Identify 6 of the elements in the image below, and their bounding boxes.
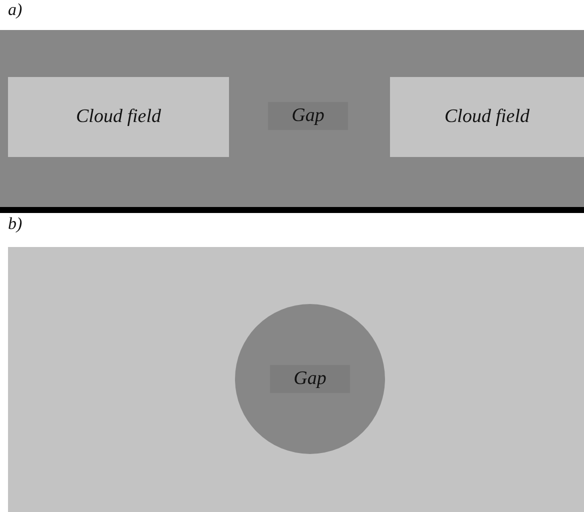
panel-label: a) xyxy=(8,0,22,20)
gap-label: Gap xyxy=(270,365,350,393)
cloud-field-box: Cloud field xyxy=(390,77,584,157)
panel-label: b) xyxy=(8,214,22,234)
cloud-field-box: Cloud field xyxy=(8,77,229,157)
gap-label: Gap xyxy=(268,102,348,130)
